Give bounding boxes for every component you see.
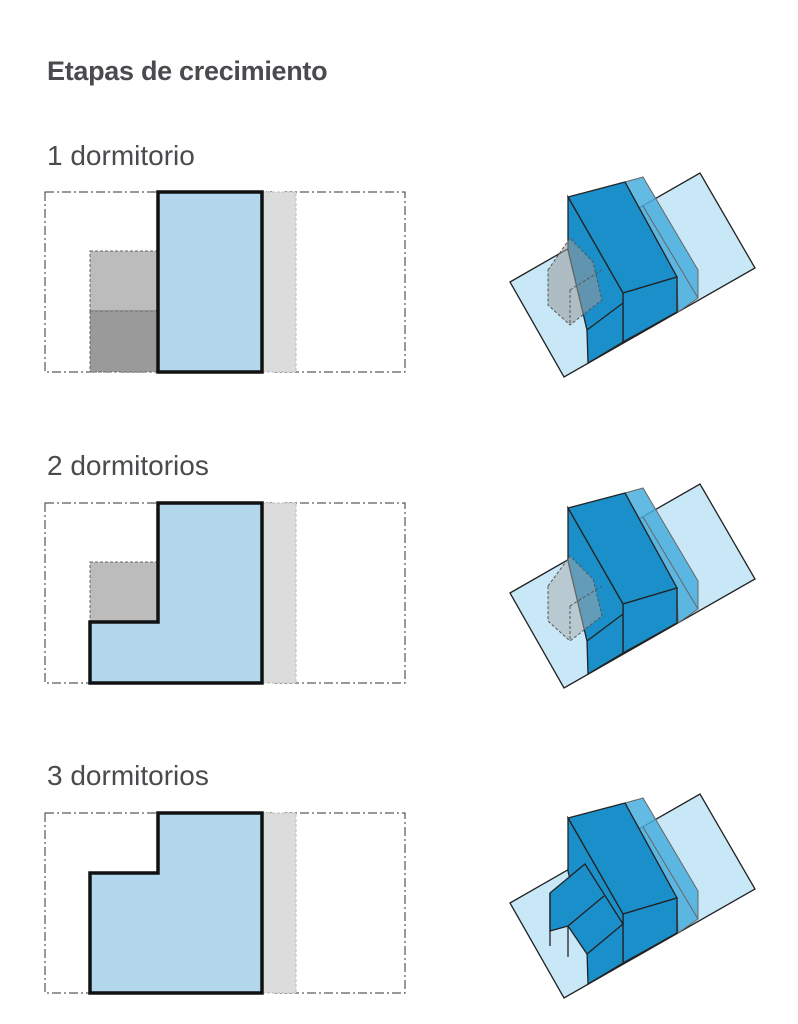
stage-1-label: 1 dormitorio <box>47 140 195 171</box>
stage-2-label: 2 dormitorios <box>47 450 209 481</box>
stage-1-plan <box>44 190 406 374</box>
stage-1-isometric <box>509 172 756 378</box>
stage-3-label: 3 dormitorios <box>47 760 209 791</box>
stage-3-isometric <box>509 793 756 999</box>
page-title: Etapas de crecimiento <box>47 56 328 86</box>
stage-2-plan <box>44 501 406 685</box>
stage-3-plan <box>44 811 406 995</box>
stage-2-isometric <box>509 483 756 689</box>
